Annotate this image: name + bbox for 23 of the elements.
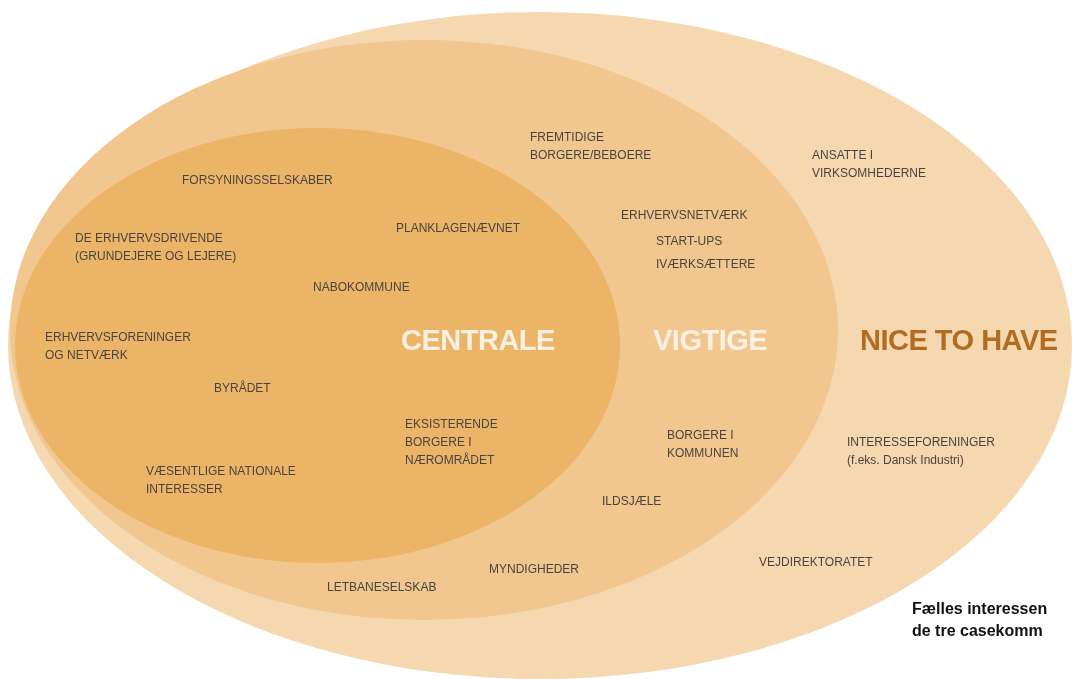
stakeholder-label: LETBANESELSKAB [327, 579, 437, 596]
stakeholder-label: EKSISTERENDE BORGERE I NÆROMRÅDET [405, 416, 499, 469]
stakeholder-label: START-UPS [656, 233, 723, 250]
stakeholder-label: ERHVERVSFORENINGER OG NETVÆRK [45, 329, 192, 364]
stakeholder-label: ANSATTE I VIRKSOMHEDERNE [812, 147, 928, 182]
ring-title: VIGTIGE [653, 323, 768, 358]
stakeholder-label: BYRÅDET [214, 379, 271, 397]
stakeholder-label: MYNDIGHEDER [489, 561, 579, 578]
stakeholder-label: FORSYNINGSSELSKABER [182, 172, 333, 189]
stakeholder-label: FREMTIDIGE BORGERE/BEBOERE [530, 129, 653, 164]
ring-title: NICE TO HAVE [860, 323, 1058, 358]
stakeholder-label: PLANKLAGENÆVNET [396, 220, 521, 237]
stakeholder-label: ILDSJÆLE [602, 493, 662, 510]
stakeholder-label: VÆSENTLIGE NATIONALE INTERESSER [146, 463, 297, 498]
stakeholder-label: NABOKOMMUNE [313, 279, 410, 296]
stakeholder-label: INTERESSEFORENINGER (f.eks. Dansk Industri) [847, 434, 997, 469]
ring-title: CENTRALE [401, 323, 555, 358]
stakeholder-label: VEJDIREKTORATET [759, 554, 873, 571]
stakeholder-label: ERHVERVSNETVÆRK [621, 207, 748, 224]
stakeholder-label: BORGERE I KOMMUNEN [667, 427, 740, 462]
stakeholder-label: IVÆRKSÆTTERE [656, 256, 756, 273]
stakeholder-label: DE ERHVERVSDRIVENDE (GRUNDEJERE OG LEJERE) [75, 230, 238, 265]
caption: Fælles interessen de tre casekomm [912, 599, 1049, 641]
